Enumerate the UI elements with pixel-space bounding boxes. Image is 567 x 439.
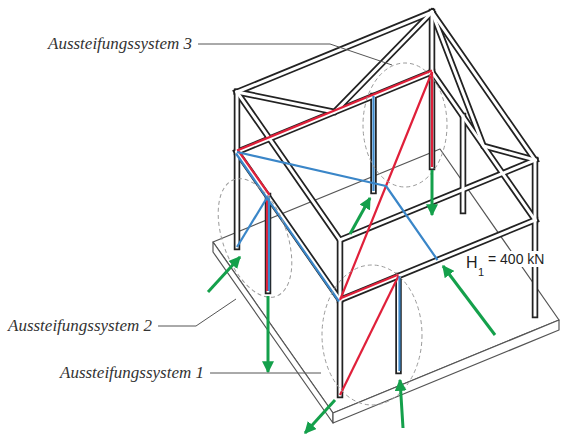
column bbox=[234, 152, 241, 247]
red-column bbox=[266, 196, 268, 291]
leader-line bbox=[198, 44, 330, 45]
column-core bbox=[236, 152, 239, 247]
column-core bbox=[236, 92, 239, 152]
column-core bbox=[339, 240, 342, 300]
column-core bbox=[372, 96, 375, 191]
system-3-outline bbox=[363, 63, 447, 187]
force-arrows bbox=[208, 170, 495, 433]
blue-diagonal bbox=[237, 152, 438, 260]
system-1-outline bbox=[322, 265, 422, 405]
red-column bbox=[431, 72, 433, 167]
blue-column bbox=[398, 276, 400, 371]
system-2-outline bbox=[204, 169, 307, 307]
wall-bracing-core bbox=[237, 12, 432, 112]
blue-column bbox=[268, 196, 270, 291]
column-core bbox=[267, 196, 270, 291]
leader-line bbox=[210, 373, 321, 374]
slab-right-face bbox=[333, 320, 559, 423]
members-core bbox=[237, 12, 535, 395]
reaction-arrow bbox=[350, 198, 370, 234]
column-core bbox=[397, 276, 400, 371]
column bbox=[370, 96, 377, 191]
column-core bbox=[339, 300, 342, 395]
blue-column bbox=[372, 96, 374, 191]
reaction-arrow bbox=[208, 257, 240, 292]
top-ring-beam bbox=[237, 12, 535, 240]
leader-lines bbox=[158, 44, 392, 373]
column-core bbox=[534, 220, 537, 315]
blue-chord bbox=[236, 154, 339, 302]
load-path-red bbox=[237, 71, 432, 396]
system-outlines bbox=[204, 63, 447, 405]
column bbox=[460, 116, 467, 211]
foundation-slab bbox=[213, 149, 559, 423]
column-core bbox=[462, 116, 465, 211]
column bbox=[395, 276, 402, 371]
system-label: Aussteifungssystem 2 bbox=[8, 316, 152, 336]
column bbox=[429, 72, 436, 167]
reaction-arrow bbox=[431, 170, 434, 215]
reaction-arrow bbox=[400, 380, 403, 428]
column-core bbox=[431, 72, 434, 167]
reaction-arrow bbox=[305, 400, 335, 433]
column bbox=[265, 196, 272, 291]
red-brace bbox=[340, 276, 399, 395]
load-arrow bbox=[443, 266, 495, 335]
force-index: 1 bbox=[478, 266, 484, 278]
column bbox=[337, 240, 344, 300]
top-ring-core bbox=[237, 12, 535, 240]
blue-brace bbox=[237, 196, 268, 247]
load-path-blue bbox=[236, 96, 438, 371]
leader-line bbox=[158, 326, 196, 327]
column-core bbox=[431, 12, 434, 72]
leader-line bbox=[330, 44, 392, 65]
red-chord bbox=[237, 71, 432, 151]
force-value: = 400 kN bbox=[486, 251, 546, 267]
column bbox=[337, 300, 344, 395]
column bbox=[532, 220, 539, 315]
members-outline bbox=[237, 12, 535, 395]
system-label: Aussteifungssystem 3 bbox=[48, 34, 192, 54]
reaction-arrow bbox=[267, 296, 270, 372]
column bbox=[532, 160, 539, 220]
column-core bbox=[534, 160, 537, 220]
system-label: Aussteifungssystem 1 bbox=[60, 363, 204, 383]
column bbox=[234, 92, 241, 152]
leader-line bbox=[196, 299, 236, 326]
force-symbol: H bbox=[466, 254, 478, 272]
